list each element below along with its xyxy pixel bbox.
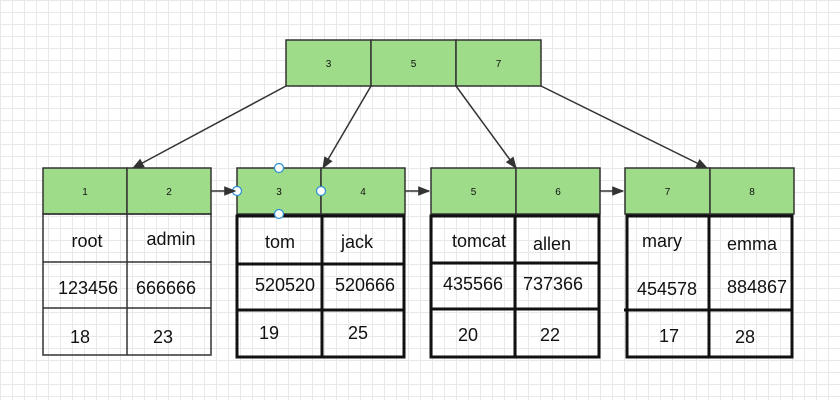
root-key-label: 7 bbox=[496, 59, 502, 70]
table-cell: allen bbox=[533, 234, 571, 254]
pointer-arrow bbox=[455, 85, 517, 169]
table-cell: 884867 bbox=[727, 277, 787, 297]
table-cell: 20 bbox=[458, 325, 478, 345]
table-cell: emma bbox=[727, 234, 778, 254]
leaf-key-cell[interactable] bbox=[709, 167, 795, 215]
table-cell: root bbox=[71, 231, 102, 251]
table-cell: mary bbox=[642, 231, 682, 251]
selection-handle[interactable] bbox=[273, 208, 285, 220]
table-cell: 435566 bbox=[443, 274, 503, 294]
table-cell: 23 bbox=[153, 327, 173, 347]
leaf-key-label: 4 bbox=[360, 187, 366, 198]
leaf-key-cell[interactable] bbox=[430, 167, 517, 215]
root-key-label: 3 bbox=[326, 59, 332, 70]
table-cell: 22 bbox=[540, 325, 560, 345]
table-cell: 25 bbox=[348, 323, 368, 343]
leaf-data-table bbox=[624, 214, 794, 359]
leaf-key-label: 7 bbox=[665, 187, 671, 198]
table-cell: 28 bbox=[735, 327, 755, 347]
leaf-key-cell[interactable] bbox=[624, 167, 711, 215]
table-cell: tom bbox=[265, 232, 295, 252]
leaf-key-cell[interactable] bbox=[515, 167, 601, 215]
root-key-cell[interactable] bbox=[455, 39, 542, 87]
pointer-arrow bbox=[322, 85, 372, 170]
pointer-arrow bbox=[540, 85, 709, 169]
leaf-node-1: 1 2 root admin 123456 666666 18 23 bbox=[42, 167, 212, 356]
table-cell: 17 bbox=[659, 326, 679, 346]
leaf-key-label: 1 bbox=[82, 187, 88, 198]
table-cell: 666666 bbox=[136, 278, 196, 298]
table-cell: 520520 bbox=[255, 275, 315, 295]
table-cell: jack bbox=[340, 232, 374, 252]
root-key-cell[interactable] bbox=[370, 39, 457, 87]
pointer-arrow bbox=[131, 85, 287, 169]
leaf-node-2: 3 4 tom jack 520520 520666 19 25 bbox=[231, 162, 406, 359]
leaf-node-3: 5 6 tomcat allen 435566 737366 20 22 bbox=[429, 167, 601, 359]
root-node: 3 5 7 bbox=[285, 39, 542, 87]
selection-handle[interactable] bbox=[273, 162, 285, 174]
table-cell: tomcat bbox=[452, 231, 506, 251]
table-cell: 19 bbox=[259, 323, 279, 343]
root-key-label: 5 bbox=[411, 59, 417, 70]
leaf-key-label: 5 bbox=[471, 187, 477, 198]
leaf-node-4: 7 8 mary emma 454578 884867 17 28 bbox=[624, 167, 795, 359]
table-cell: 18 bbox=[70, 327, 90, 347]
table-cell: 454578 bbox=[637, 279, 697, 299]
selection-handle[interactable] bbox=[315, 185, 327, 197]
table-cell: 123456 bbox=[58, 278, 118, 298]
leaf-data-table bbox=[235, 214, 406, 359]
table-cell: 737366 bbox=[523, 274, 583, 294]
root-key-cell[interactable] bbox=[285, 39, 372, 87]
table-cell: admin bbox=[146, 229, 195, 249]
leaf-key-label: 8 bbox=[749, 187, 755, 198]
table-cell: 520666 bbox=[335, 275, 395, 295]
leaf-key-label: 6 bbox=[555, 187, 561, 198]
leaf-data-table bbox=[429, 214, 601, 359]
leaf-data-table bbox=[42, 213, 212, 356]
leaf-key-label: 3 bbox=[276, 187, 282, 198]
selection-handles[interactable] bbox=[231, 162, 327, 220]
leaf-key-label: 2 bbox=[166, 187, 172, 198]
root-child-pointers bbox=[131, 85, 709, 170]
